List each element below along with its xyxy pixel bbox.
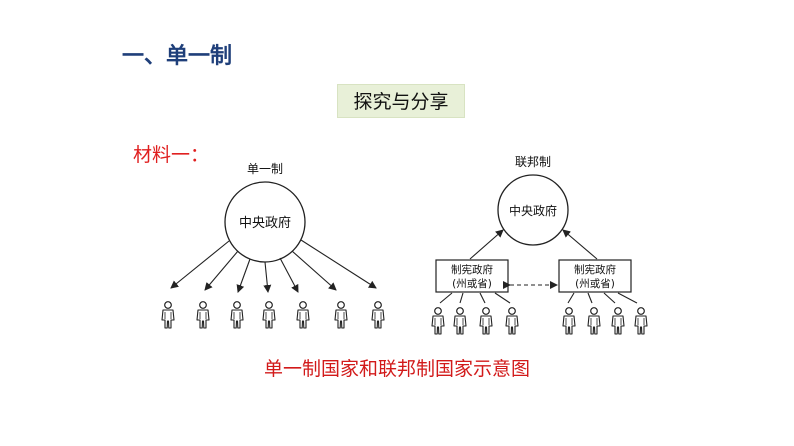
- unitary-title: 单一制: [247, 162, 283, 176]
- citizen-icon: [196, 301, 210, 329]
- citizen-icon: [371, 301, 385, 329]
- federal-title: 联邦制: [515, 155, 551, 169]
- federal-state-box-right: [558, 259, 632, 293]
- citizen-icon: [479, 307, 493, 335]
- state-right-line1: 制宪政府: [574, 263, 616, 276]
- diagram-caption: 单一制国家和联邦制国家示意图: [263, 358, 530, 380]
- citizen-icon: [634, 307, 648, 335]
- citizen-icon: [230, 301, 244, 329]
- explore-share-box: 探究与分享: [337, 84, 465, 118]
- citizen-icon: [562, 307, 576, 335]
- state-left-line2: (州或省): [452, 277, 492, 290]
- section-heading: 一、单一制: [122, 44, 233, 69]
- unitary-arrows: [170, 239, 377, 293]
- citizen-icon: [296, 301, 310, 329]
- material-label: 材料一：: [133, 144, 210, 166]
- citizen-icon: [161, 301, 175, 329]
- federal-arrows: [439, 229, 638, 304]
- citizen-icon: [611, 307, 625, 335]
- unitary-central-label: 中央政府: [239, 216, 291, 231]
- citizen-icon: [334, 301, 348, 329]
- federal-central-circle: [497, 174, 569, 246]
- federal-citizens: [431, 307, 648, 335]
- unitary-citizens: [161, 301, 385, 329]
- citizen-icon: [453, 307, 467, 335]
- citizen-icon: [262, 301, 276, 329]
- federal-state-box-left: [435, 259, 509, 293]
- citizen-icon: [587, 307, 601, 335]
- federal-central-label: 中央政府: [509, 203, 557, 218]
- state-right-line2: (州或省): [575, 277, 615, 290]
- citizen-icon: [505, 307, 519, 335]
- state-left-line1: 制宪政府: [451, 263, 493, 276]
- citizen-icon: [431, 307, 445, 335]
